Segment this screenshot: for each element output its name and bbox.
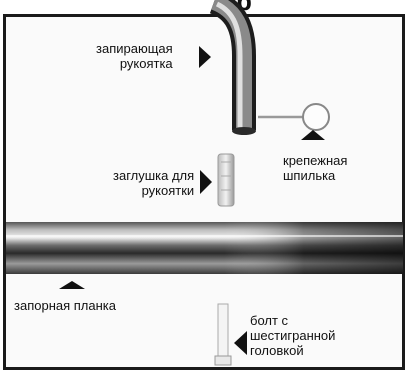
label-line: рукоятка (96, 56, 173, 71)
hex-head-bolt (215, 304, 231, 365)
label-line: шпилька (283, 168, 347, 183)
label-line: головкой (250, 343, 335, 358)
fastening-pin (258, 104, 329, 130)
label-line: рукоятки (113, 183, 194, 198)
label-line: болт с (250, 313, 335, 328)
label-line: крепежная (283, 153, 347, 168)
label-locking-handle: запирающая рукоятка (96, 41, 173, 71)
locking-bar (6, 222, 403, 274)
label-handle-plug: заглушка для рукоятки (113, 168, 194, 198)
arrow-up-icon (301, 130, 325, 140)
locking-handle (214, 2, 256, 135)
arrow-up-icon (59, 281, 85, 289)
arrow-left-icon (234, 331, 247, 355)
label-line: заглушка для (113, 168, 194, 183)
label-fastening-pin: крепежная шпилька (283, 153, 347, 183)
label-hex-bolt: болт с шестигранной головкой (250, 313, 335, 358)
arrow-right-icon (199, 46, 211, 68)
label-line: шестигранной (250, 328, 335, 343)
label-line: запирающая (96, 41, 173, 56)
label-locking-bar: запорная планка (14, 298, 116, 313)
arrow-right-icon (200, 170, 212, 194)
handle-plug (218, 154, 234, 206)
